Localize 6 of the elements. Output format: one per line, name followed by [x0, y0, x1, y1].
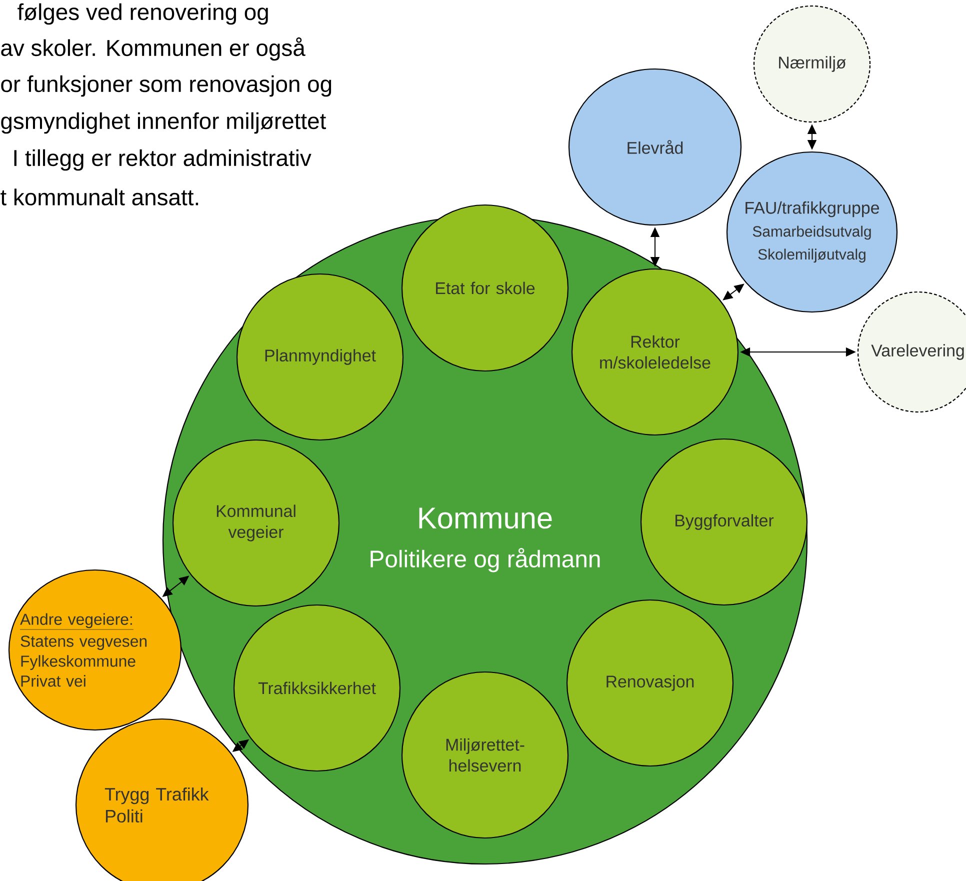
body-text: følges ved renovering og	[18, 3, 268, 25]
body-text: t kommunalt ansatt.	[0, 188, 198, 206]
body-text: or funksjoner som renovasjon og	[1, 75, 332, 97]
body-text: I tillegg er rektor administrativ	[14, 149, 312, 171]
body-text: gsmyndighet innenfor miljørettet	[1, 112, 326, 134]
body-text: av skoler. Kommunen er også	[1, 37, 306, 61]
